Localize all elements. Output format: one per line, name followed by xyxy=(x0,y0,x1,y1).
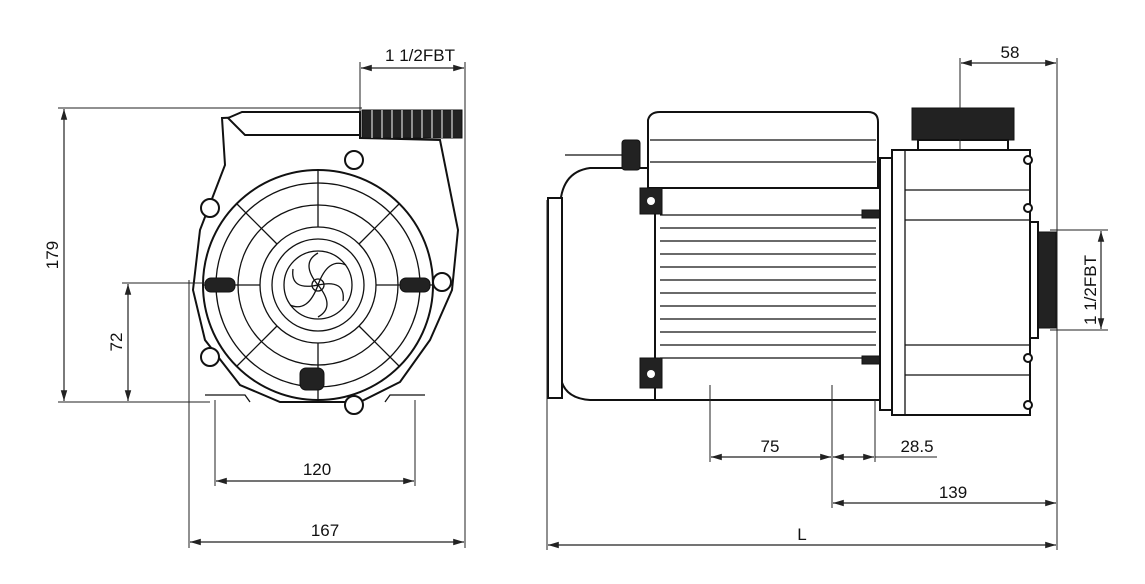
outlet-thread-side xyxy=(911,107,1015,141)
cooling-fins xyxy=(660,214,876,359)
front-view-pump xyxy=(191,109,463,415)
side-view-pump xyxy=(547,107,1057,416)
foot-length-label: 75 xyxy=(761,437,780,456)
impeller-icon xyxy=(289,252,347,318)
shaft-height-label: 72 xyxy=(107,333,126,352)
outlet-offset-label: 58 xyxy=(1001,43,1020,62)
side-dimensions: 58 1 1/2FBT 75 28.5 139 L xyxy=(546,43,1108,550)
foot-offset-label: 28.5 xyxy=(900,437,933,456)
width-total-label: 167 xyxy=(311,521,339,540)
foot-spacing-label: 120 xyxy=(303,460,331,479)
front-dimensions: 1 1/2FBT 179 72 120 167 xyxy=(43,46,466,548)
height-total-label: 179 xyxy=(43,241,62,269)
head-length-label: 139 xyxy=(939,483,967,502)
front-port-label: 1 1/2FBT xyxy=(385,46,455,65)
overall-length-label: L xyxy=(797,525,806,544)
side-port-label: 1 1/2FBT xyxy=(1081,255,1100,325)
